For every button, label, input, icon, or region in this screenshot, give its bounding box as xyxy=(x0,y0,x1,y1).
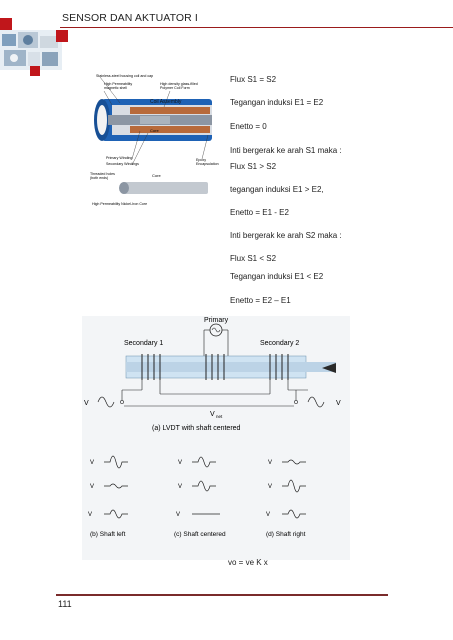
decor-red-square xyxy=(0,18,12,30)
wave-label: V xyxy=(178,484,182,490)
text-line: Enetto = E2 – E1 xyxy=(230,296,291,305)
wave-label: V xyxy=(178,460,182,466)
vnet-sub: net xyxy=(216,414,223,419)
text-line: tegangan induksi E1 > E2, xyxy=(230,185,324,194)
fig1-label: High Permeability xyxy=(104,82,132,86)
header-logo-collage xyxy=(0,30,62,70)
v2-label: V xyxy=(336,400,341,407)
caption-d: (d) Shaft right xyxy=(266,531,306,538)
secondary2-label: Secondary 2 xyxy=(260,340,299,347)
secondary1-label: Secondary 1 xyxy=(124,340,163,347)
caption-c: (c) Shaft centered xyxy=(174,531,226,538)
fig1-label: High density glass-filled xyxy=(160,82,198,86)
decor-red-square xyxy=(56,30,68,42)
wave-label: V xyxy=(268,460,272,466)
fig1-label: Stainless-steel housing coil and cap xyxy=(96,74,153,78)
fig1-label: Epoxy xyxy=(196,158,206,162)
fig1-label: Encapsulation xyxy=(196,162,219,166)
wave-label: V xyxy=(90,484,94,490)
fig1-label: Primary Winding xyxy=(106,156,132,160)
fig1-label: Polymer Coil Form xyxy=(160,86,190,90)
vnet-label: V xyxy=(210,411,215,418)
fig1-label: Core xyxy=(152,173,161,178)
text-line: Enetto = 0 xyxy=(230,122,267,131)
page-header-title: SENSOR DAN AKTUATOR I xyxy=(62,12,198,24)
fig1-label: Coil Assembly xyxy=(150,99,182,105)
wave-label: V xyxy=(266,512,270,518)
lvdt-cutaway-figure: Stainless-steel housing coil and cap Hig… xyxy=(90,74,219,206)
primary-label: Primary xyxy=(204,317,229,324)
fig1-label: Core xyxy=(150,128,159,133)
decor-red-square xyxy=(30,66,40,76)
wave-label: V xyxy=(88,512,92,518)
fig1-label: magnetic shell xyxy=(104,86,127,90)
header-rule xyxy=(60,27,453,28)
footer-rule xyxy=(56,594,388,596)
wave-label: V xyxy=(90,460,94,466)
fig1-label: High Permeability Nickel-Iron Core xyxy=(92,202,147,206)
equation: vo = ve K x xyxy=(228,558,268,567)
caption-b: (b) Shaft left xyxy=(90,531,126,538)
fig1-label: Threaded holes xyxy=(90,172,115,176)
text-line: Tegangan induksi E1 = E2 xyxy=(230,98,324,107)
text-line: Inti bergerak ke arah S2 maka : xyxy=(230,231,342,240)
fig1-label: (both ends) xyxy=(90,176,108,180)
fig1-label: Secondary Windings xyxy=(106,162,139,166)
text-line: Flux S1 > S2 xyxy=(230,162,277,171)
caption-a: (a) LVDT with shaft centered xyxy=(152,425,241,432)
text-line: Enetto = E1 - E2 xyxy=(230,208,289,217)
wave-label: V xyxy=(176,512,180,518)
page-number: 111 xyxy=(58,599,72,609)
text-line: Inti bergerak ke arah S1 maka : xyxy=(230,146,342,155)
lvdt-schematic-figure: Primary Secondary 1 Secondary 2 V V V ne… xyxy=(82,316,350,560)
text-line: Flux S1 = S2 xyxy=(230,75,277,84)
wave-label: V xyxy=(268,484,272,490)
v1-label: V xyxy=(84,400,89,407)
text-line: Tegangan induksi E1 < E2 xyxy=(230,272,324,281)
text-line: Flux S1 < S2 xyxy=(230,254,277,263)
